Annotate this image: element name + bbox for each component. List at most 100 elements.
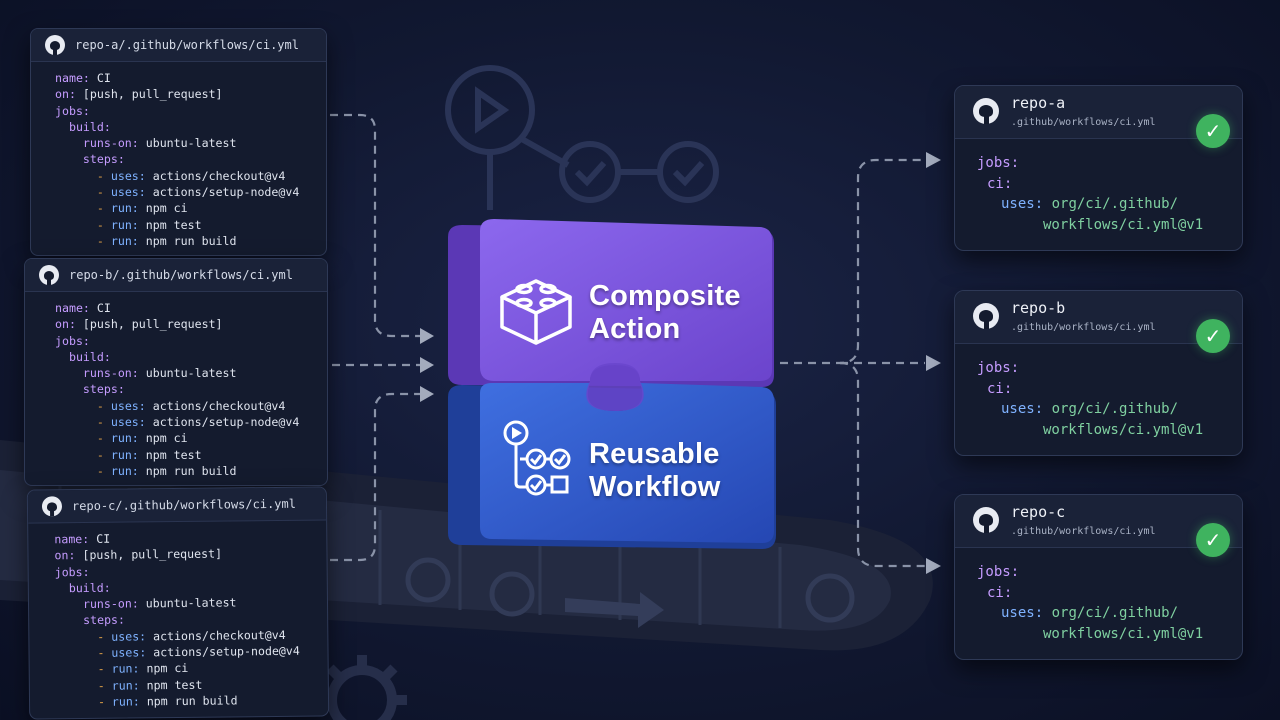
- yaml-key: build:: [68, 119, 111, 134]
- yaml-line: - uses: actions/setup-node@v4: [96, 415, 300, 430]
- uses-value: org/ci/.github/: [1051, 605, 1179, 621]
- yaml-value: ubuntu-latest: [138, 366, 237, 381]
- uses-value: org/ci/.github/: [1051, 401, 1179, 417]
- yaml-key: runs-on:: [82, 596, 139, 612]
- yaml-key: steps:: [83, 613, 126, 628]
- yaml-value: actions/setup-node@v4: [145, 185, 300, 200]
- yaml-value: npm test: [138, 217, 202, 232]
- yaml-key: name:: [54, 531, 90, 547]
- yaml-value: CI: [89, 301, 111, 315]
- github-icon: [973, 98, 999, 124]
- yaml-key: jobs:: [55, 103, 90, 118]
- yaml-key: on:: [55, 317, 76, 332]
- yaml-line: - run: npm run build: [97, 693, 238, 709]
- source-card-header: repo-b/.github/workflows/ci.yml: [25, 259, 327, 292]
- yaml-key: on:: [54, 548, 76, 563]
- yaml-value: npm ci: [138, 201, 188, 216]
- yaml-key: uses:: [111, 629, 147, 644]
- yaml-key: run:: [111, 661, 140, 677]
- composite-line-2: Action: [589, 313, 681, 345]
- repo-workflow-path: .github/workflows/ci.yml: [1011, 526, 1156, 537]
- ci-key: ci:: [987, 584, 1013, 601]
- yaml-value: actions/checkout@v4: [146, 627, 286, 644]
- github-icon: [973, 303, 999, 329]
- yaml-line: - uses: actions/setup-node@v4: [96, 185, 300, 200]
- repo-name: repo-a: [1011, 94, 1066, 112]
- yaml-value: CI: [89, 71, 111, 85]
- yaml-line: build:: [55, 119, 326, 135]
- source-card-repo-a: repo-a/.github/workflows/ci.yml name: CI…: [30, 28, 327, 256]
- jobs-key: jobs:: [977, 564, 1020, 580]
- caller-yaml: jobs: ci: uses: org/ci/.github/ workflow…: [955, 139, 1242, 235]
- yaml-value: ubuntu-latest: [138, 136, 237, 151]
- uses-line: uses: org/ci/.github/: [977, 194, 1242, 215]
- yaml-key: uses:: [111, 645, 147, 660]
- yaml-key: steps:: [82, 152, 125, 167]
- target-card-header: repo-b .github/workflows/ci.yml ✓: [955, 291, 1242, 353]
- target-card-repo-b: repo-b .github/workflows/ci.yml ✓ jobs: …: [954, 290, 1243, 456]
- yaml-value: CI: [89, 531, 111, 546]
- reusable-workflow-label: Reusable Workflow: [589, 438, 721, 504]
- workflow-graph-icon: [503, 420, 571, 496]
- yaml-key: run:: [110, 431, 139, 446]
- yaml-key: on:: [55, 87, 76, 102]
- yaml-value: [push, pull_request]: [75, 317, 223, 332]
- yaml-value: npm ci: [139, 661, 189, 676]
- yaml-key: runs-on:: [82, 136, 139, 151]
- yaml-line: - uses: actions/setup-node@v4: [97, 643, 300, 660]
- composite-action-block: [448, 219, 774, 387]
- jobs-key: jobs:: [977, 360, 1020, 376]
- building-blocks: [448, 219, 776, 549]
- yaml-value: actions/checkout@v4: [145, 398, 286, 413]
- background-play-icon: [445, 65, 570, 210]
- yaml-value: npm run build: [139, 693, 238, 709]
- yaml-value: [push, pull_request]: [75, 87, 223, 102]
- yaml-key: run:: [110, 201, 139, 216]
- yaml-key: uses:: [110, 168, 146, 183]
- yaml-key: run:: [110, 233, 139, 248]
- github-icon: [41, 496, 63, 517]
- yaml-key: runs-on:: [82, 366, 139, 381]
- reusable-line-2: Workflow: [589, 471, 721, 503]
- target-card-header: repo-a .github/workflows/ci.yml ✓: [955, 86, 1242, 148]
- yaml-key: uses:: [110, 185, 146, 200]
- uses-key: uses:: [1001, 401, 1044, 417]
- yaml-line: runs-on: ubuntu-latest: [55, 365, 327, 381]
- yaml-line: jobs:: [55, 103, 326, 119]
- yaml-value: npm ci: [138, 431, 188, 446]
- yaml-line: on: [push, pull_request]: [55, 316, 327, 332]
- yaml-key: run:: [111, 694, 140, 709]
- yaml-key: run:: [111, 678, 140, 693]
- target-card-repo-c: repo-c .github/workflows/ci.yml ✓ jobs: …: [954, 494, 1243, 660]
- source-card-header: repo-a/.github/workflows/ci.yml: [31, 29, 326, 62]
- ci-key: ci:: [987, 175, 1013, 192]
- yaml-key: uses:: [110, 398, 146, 413]
- yaml-line: build:: [55, 349, 327, 365]
- yaml-key: jobs:: [55, 333, 90, 348]
- background-gear-icon: [317, 655, 407, 720]
- yaml-line: name: CI: [55, 300, 327, 316]
- yaml-line: - run: npm ci: [96, 431, 188, 446]
- github-icon: [973, 507, 999, 533]
- yaml-key: build:: [68, 349, 111, 364]
- yaml-line: - run: npm test: [96, 217, 202, 232]
- yaml-value: actions/setup-node@v4: [146, 643, 300, 660]
- connector-lines: [330, 113, 925, 568]
- yaml-key: name:: [55, 301, 90, 315]
- uses-value: org/ci/.github/: [1051, 196, 1179, 212]
- source-card-path: repo-a/.github/workflows/ci.yml: [75, 38, 299, 52]
- yaml-line: on: [push, pull_request]: [55, 86, 326, 102]
- background-check-icon: [559, 141, 660, 203]
- yaml-value: actions/checkout@v4: [145, 168, 286, 183]
- caller-yaml: jobs: ci: uses: org/ci/.github/ workflow…: [955, 344, 1242, 440]
- composite-action-label: Composite Action: [589, 280, 741, 346]
- uses-value-cont: workflows/ci.yml@v1: [1043, 216, 1204, 233]
- connector-arrowheads: [420, 152, 941, 574]
- source-card-repo-c: repo-c/.github/workflows/ci.yml name: CI…: [26, 486, 330, 720]
- check-icon: ✓: [1196, 319, 1230, 353]
- yaml-line: - run: npm run build: [96, 463, 237, 478]
- jobs-key: jobs:: [977, 155, 1020, 171]
- yaml-key: run:: [110, 463, 139, 478]
- yaml-key: build:: [68, 580, 111, 596]
